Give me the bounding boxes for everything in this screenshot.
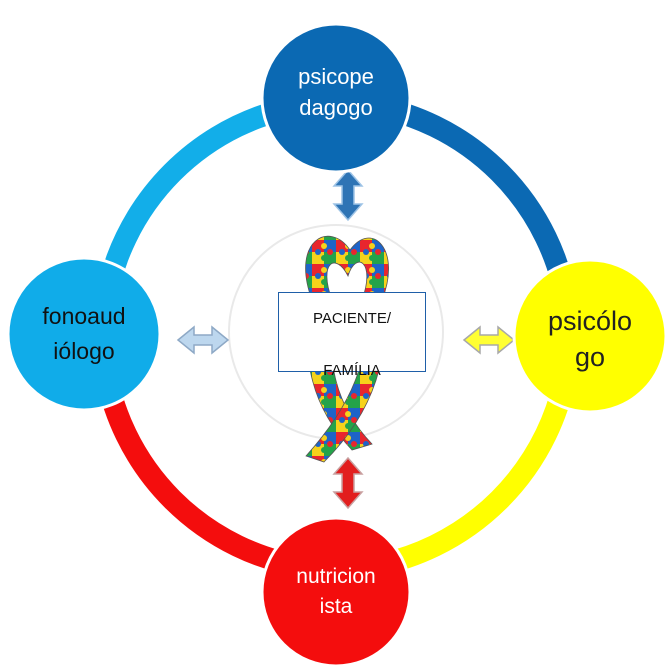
node-top-line2: dagogo xyxy=(299,95,372,120)
node-left: fonoaud iólogo xyxy=(6,256,162,412)
node-bottom-line2: ista xyxy=(320,595,353,618)
double-arrow-icon-right xyxy=(462,325,516,355)
node-bottom: nutricion ista xyxy=(260,516,412,668)
node-top-line1: psicope xyxy=(298,64,374,89)
node-right: psicólo go xyxy=(512,258,668,414)
node-right-line2: go xyxy=(575,342,605,372)
patient-family-box: PACIENTE/ FAMÍLIA xyxy=(278,292,426,379)
node-top: psicope dagogo xyxy=(260,22,412,174)
double-arrow-icon-bottom xyxy=(332,456,364,510)
node-left-line2: iólogo xyxy=(53,338,114,364)
double-arrow-icon-top xyxy=(332,168,364,222)
node-right-line1: psicólo xyxy=(548,306,632,336)
node-bottom-line1: nutricion xyxy=(296,565,375,588)
double-arrow-icon-left xyxy=(176,325,230,355)
patient-label-line1: PACIENTE/ xyxy=(312,310,392,327)
patient-family-label: PACIENTE/ FAMÍLIA xyxy=(313,280,391,384)
node-left-line1: fonoaud xyxy=(42,303,125,329)
patient-label-line2: FAMÍLIA xyxy=(323,362,381,379)
